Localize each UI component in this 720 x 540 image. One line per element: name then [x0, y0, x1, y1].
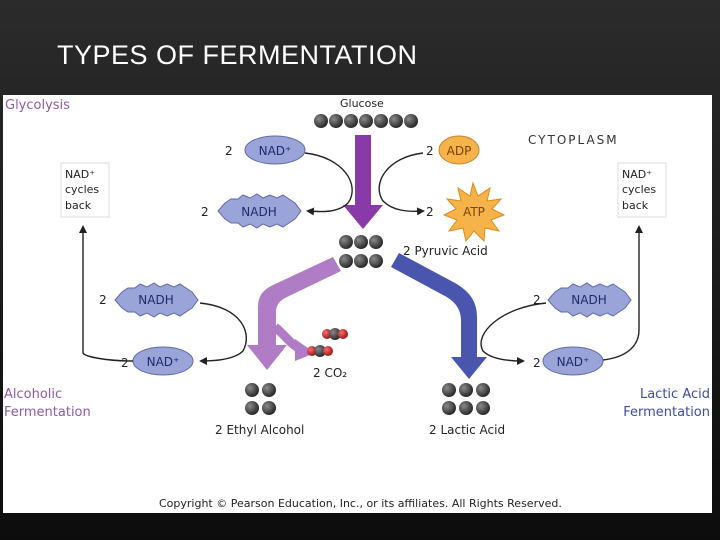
atp-label: ATP — [463, 205, 485, 219]
top-nad-coef: 2 — [225, 144, 233, 158]
fermentation-diagram-panel: Glycolysis CYTOPLASM Glucose 2 NAD⁺ 2 NA… — [3, 95, 712, 513]
top-atp-coef: 2 — [426, 205, 434, 219]
right-cycle-arrow — [480, 302, 547, 365]
alcoholic-label-line1: Alcoholic — [4, 387, 62, 402]
left-box-line1: NAD⁺ — [65, 168, 95, 181]
glucose-label: Glucose — [340, 97, 384, 110]
right-cycles-back-box — [617, 162, 667, 218]
slide-title: TYPES OF FERMENTATION — [57, 40, 418, 70]
left-nad-label: NAD⁺ — [147, 355, 180, 369]
left-cycle-arrow — [199, 302, 248, 365]
lactic-label-line2: Fermentation — [623, 405, 710, 420]
right-nad-oval — [542, 346, 604, 376]
top-nadh-label: NADH — [241, 205, 276, 219]
alcoholic-arrow — [247, 257, 341, 370]
right-nad-label: NAD⁺ — [557, 355, 590, 369]
lactic-arrow — [391, 253, 487, 379]
top-right-cycle-arrow — [378, 152, 425, 216]
right-nad-coef: 2 — [533, 356, 541, 370]
co2-label: 2 CO₂ — [313, 366, 347, 380]
right-box-line1: NAD⁺ — [622, 168, 652, 181]
alcoholic-label-line2: Fermentation — [4, 405, 91, 420]
glycolysis-arrow — [343, 135, 383, 229]
right-box-line3: back — [622, 199, 649, 212]
top-adp-coef: 2 — [426, 144, 434, 158]
atp-burst — [442, 181, 506, 243]
lactic-acid-product-label: 2 Lactic Acid — [429, 423, 505, 437]
ethyl-alcohol-label: 2 Ethyl Alcohol — [215, 423, 304, 437]
left-box-line2: cycles — [65, 183, 99, 196]
cytoplasm-label: CYTOPLASM — [528, 133, 619, 147]
pyruvic-acid-label: 2 Pyruvic Acid — [403, 244, 488, 258]
copyright-text: Copyright © Pearson Education, Inc., or … — [159, 497, 562, 510]
left-nadh-burst — [114, 282, 199, 318]
left-nad-coef: 2 — [121, 356, 129, 370]
right-nadh-coef: 2 — [533, 293, 541, 307]
adp-label: ADP — [447, 144, 472, 158]
fermentation-diagram: Glycolysis CYTOPLASM Glucose 2 NAD⁺ 2 NA… — [4, 97, 710, 510]
left-nadh-coef: 2 — [99, 293, 107, 307]
pyruvic-acid-molecules — [339, 235, 383, 268]
right-cycle-up-arrow — [602, 225, 643, 361]
right-nadh-burst — [547, 282, 632, 318]
top-nad-oval — [244, 135, 306, 165]
glycolysis-label: Glycolysis — [5, 98, 70, 113]
top-left-cycle-arrow — [304, 152, 353, 216]
co2-molecules — [307, 328, 348, 357]
left-cycle-join — [82, 352, 134, 362]
top-nad-label: NAD⁺ — [259, 144, 292, 158]
right-box-line2: cycles — [622, 183, 656, 196]
top-nadh-coef: 2 — [201, 205, 209, 219]
left-nadh-label: NADH — [138, 293, 173, 307]
glucose-molecule — [314, 114, 418, 128]
adp-oval — [438, 135, 480, 165]
lactic-acid-molecules — [442, 383, 490, 415]
top-nadh-burst — [217, 193, 302, 229]
lactic-label-line1: Lactic Acid — [640, 387, 710, 402]
ethyl-alcohol-molecules — [245, 383, 276, 415]
left-box-line3: back — [65, 199, 92, 212]
right-nadh-label: NADH — [571, 293, 606, 307]
co2-branch-head — [295, 339, 315, 361]
left-cycles-back-box — [60, 162, 110, 218]
